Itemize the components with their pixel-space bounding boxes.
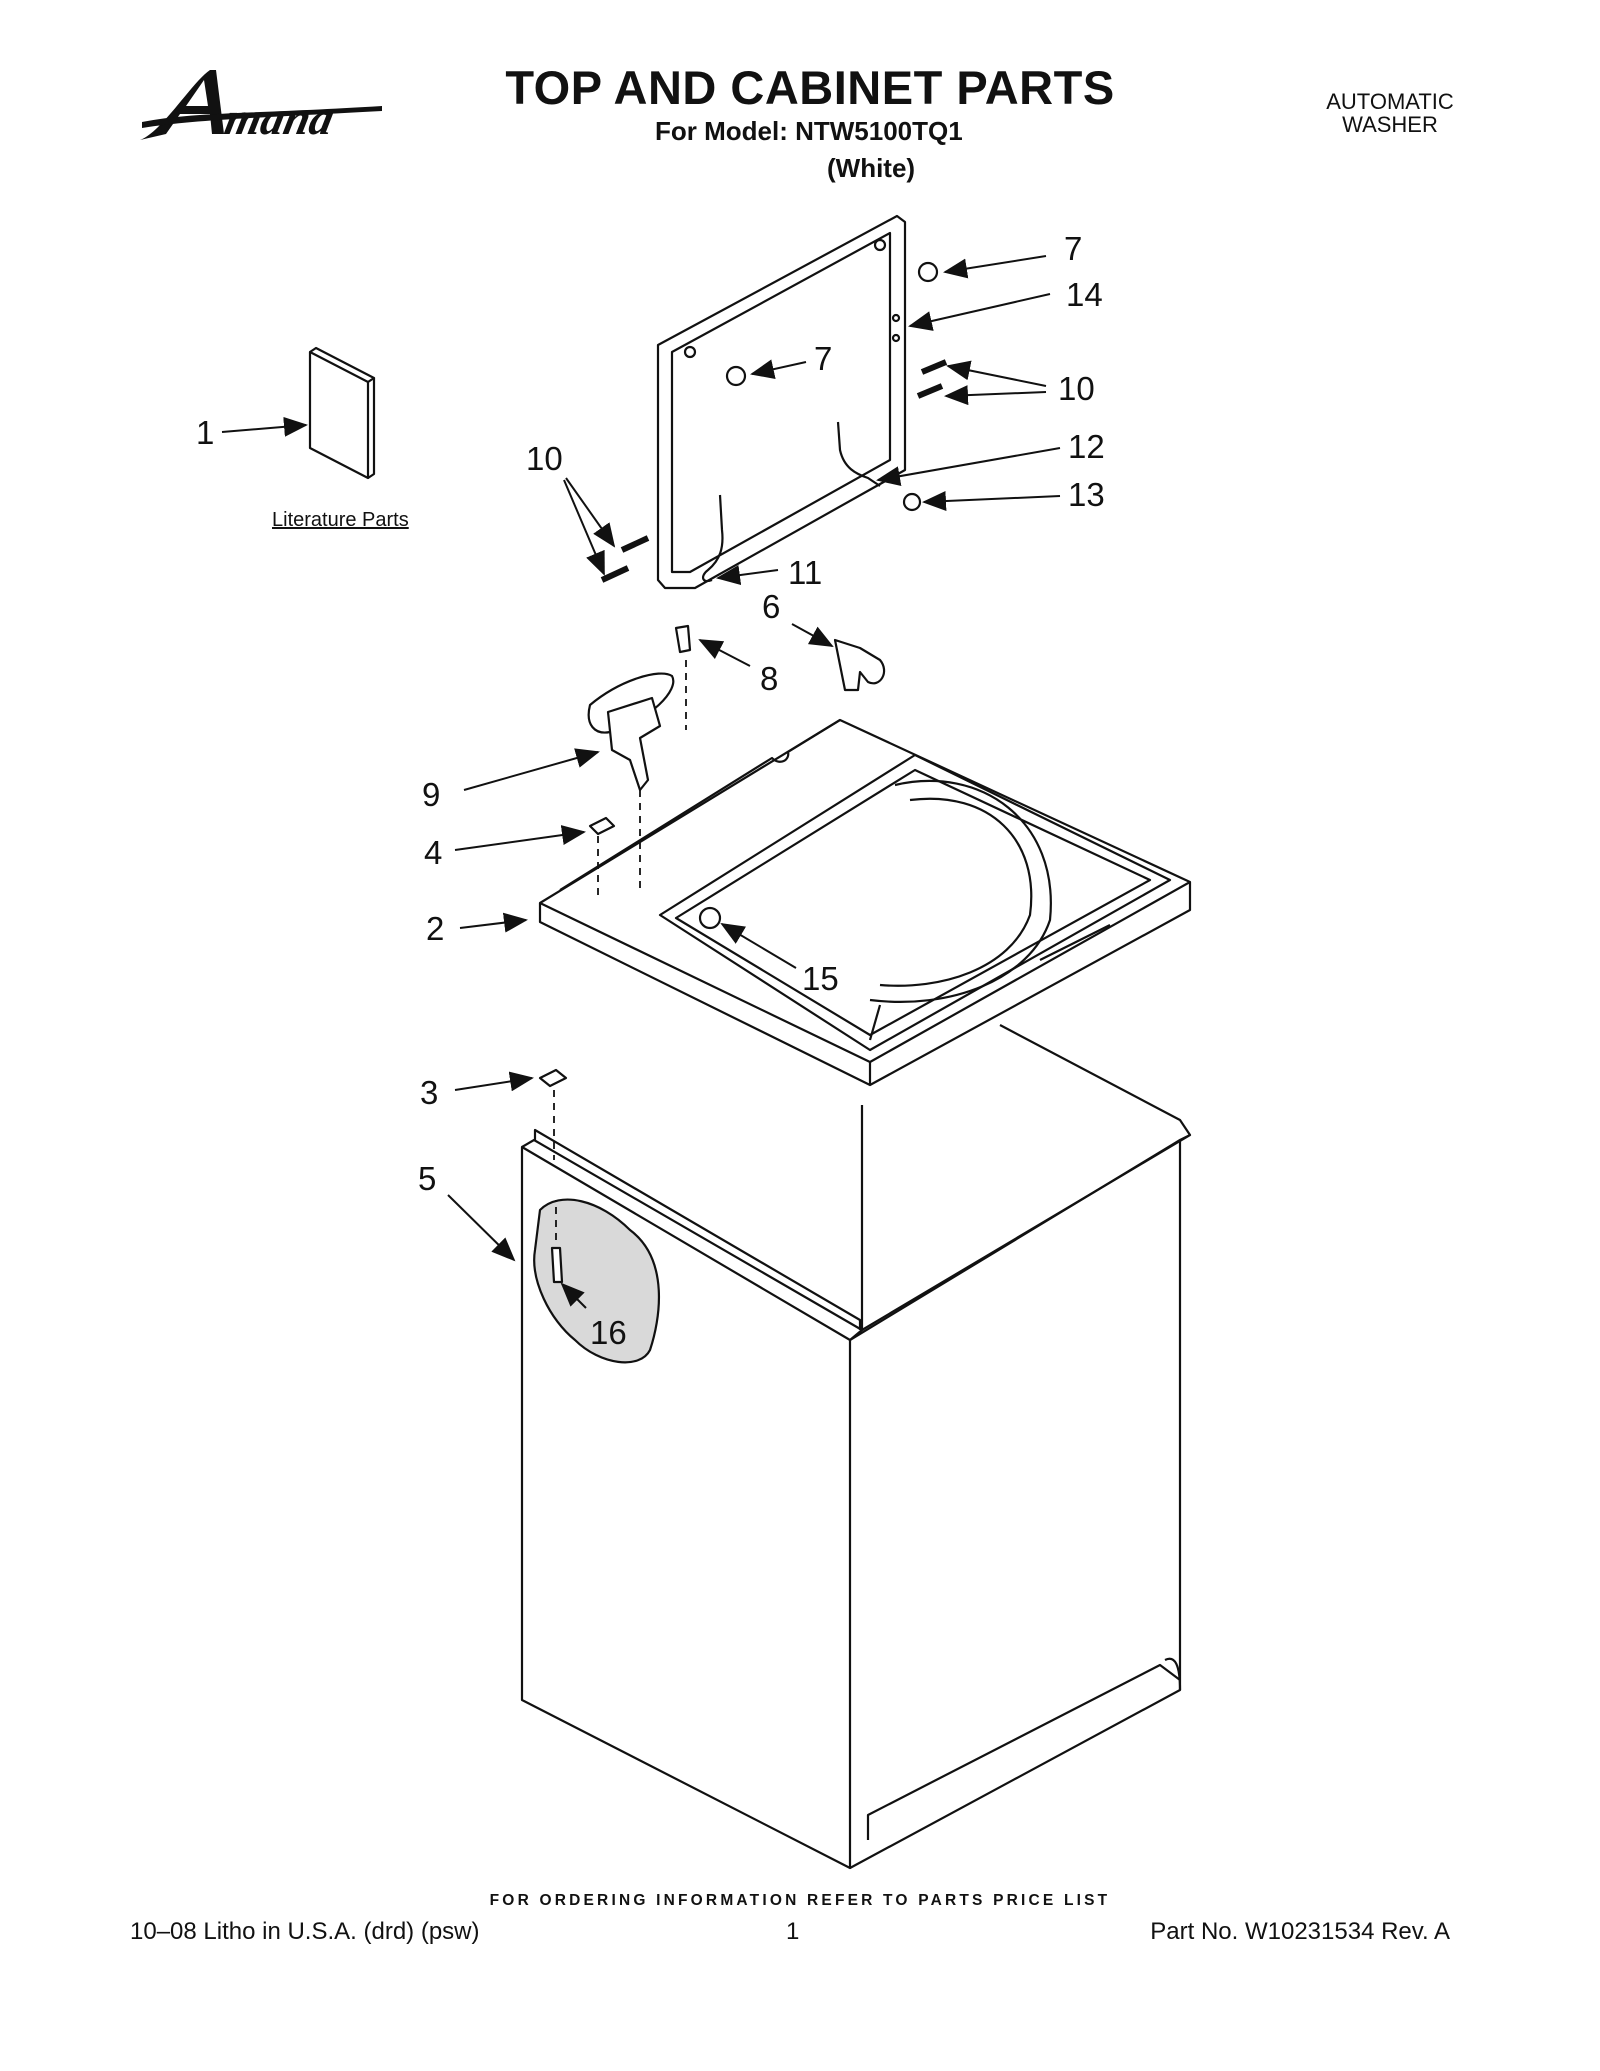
screw-10-shape [916, 383, 944, 399]
leader-10d [944, 385, 1047, 406]
callout-7b: 7 [814, 340, 832, 377]
callout-1: 1 [196, 414, 214, 451]
brand-logo: mana [140, 70, 382, 145]
hinge-rod-right [836, 421, 881, 487]
cabinet-cutaway [533, 1198, 660, 1364]
leader-15 [720, 922, 797, 969]
ordering-note: FOR ORDERING INFORMATION REFER TO PARTS … [489, 1892, 1111, 1909]
leader-10c [946, 360, 1047, 387]
bumper-7-shape [725, 365, 747, 387]
top-panel-shape [538, 718, 1192, 1087]
lid-switch-shape [587, 672, 675, 792]
product-type: AUTOMATIC WASHER [1300, 90, 1480, 136]
leader-14 [908, 293, 1051, 331]
page-number: 1 [786, 1918, 800, 1945]
leader-11 [716, 565, 779, 586]
hinge-rod-left [702, 494, 724, 583]
lid-shape [656, 214, 907, 590]
leader-16 [560, 1282, 587, 1309]
callout-4: 4 [424, 834, 442, 871]
bracket-3-shape [538, 1068, 568, 1088]
fitting-13-shape [902, 492, 922, 512]
leader-9 [463, 748, 600, 791]
callout-5: 5 [418, 1160, 436, 1197]
part-number: Part No. W10231534 Rev. A [1150, 1918, 1450, 1945]
callout-16: 16 [590, 1314, 627, 1351]
callout-2: 2 [426, 910, 444, 947]
product-type-line: WASHER [1342, 112, 1438, 138]
callout-6: 6 [762, 588, 780, 625]
leader-13 [922, 491, 1061, 512]
litho-line: 10–08 Litho in U.S.A. (drd) (psw) [130, 1918, 480, 1945]
callout-3: 3 [420, 1074, 438, 1111]
callout-9: 9 [422, 776, 440, 813]
leader-8 [698, 639, 751, 667]
leader-5 [447, 1194, 516, 1262]
leader-4 [454, 825, 586, 851]
leader-3 [454, 1071, 534, 1092]
actuator-shape [833, 638, 886, 692]
leader-12 [876, 447, 1061, 487]
screw-10-shape [920, 359, 948, 375]
leader-1 [221, 416, 308, 437]
bracket-4-shape [588, 816, 616, 836]
callout-8: 8 [760, 660, 778, 697]
screw-8-shape [674, 624, 692, 654]
model-line: For Model: NTW5100TQ1 [655, 116, 963, 146]
bumper-7-shape [917, 261, 939, 283]
screw-16-shape [550, 1246, 564, 1284]
leader-6 [791, 623, 834, 647]
product-type-line: AUTOMATIC [1326, 89, 1454, 114]
callout-14: 14 [1066, 276, 1103, 313]
callout-7a: 7 [1064, 230, 1082, 267]
callout-15: 15 [802, 960, 839, 997]
literature-part-shape [308, 346, 376, 480]
svg-text:mana: mana [220, 94, 338, 144]
literature-parts-label: Literature Parts [272, 509, 409, 531]
callout-12: 12 [1068, 428, 1105, 465]
leader-2 [459, 912, 528, 933]
screw-10-shape [620, 535, 650, 553]
leader-10a [565, 477, 616, 548]
leader-7a [943, 255, 1047, 279]
cabinet-shape [520, 1024, 1192, 1870]
callout-10b: 10 [1058, 370, 1095, 407]
screw-10-shape [600, 565, 630, 583]
callout-13: 13 [1068, 476, 1105, 513]
color-line: (White) [827, 153, 916, 183]
fitting-15-shape [698, 906, 722, 930]
page-title: TOP AND CABINET PARTS [505, 61, 1115, 114]
callout-10a: 10 [526, 440, 563, 477]
callout-11: 11 [788, 554, 822, 591]
leader-7b [750, 359, 807, 379]
leader-10b [563, 479, 605, 576]
